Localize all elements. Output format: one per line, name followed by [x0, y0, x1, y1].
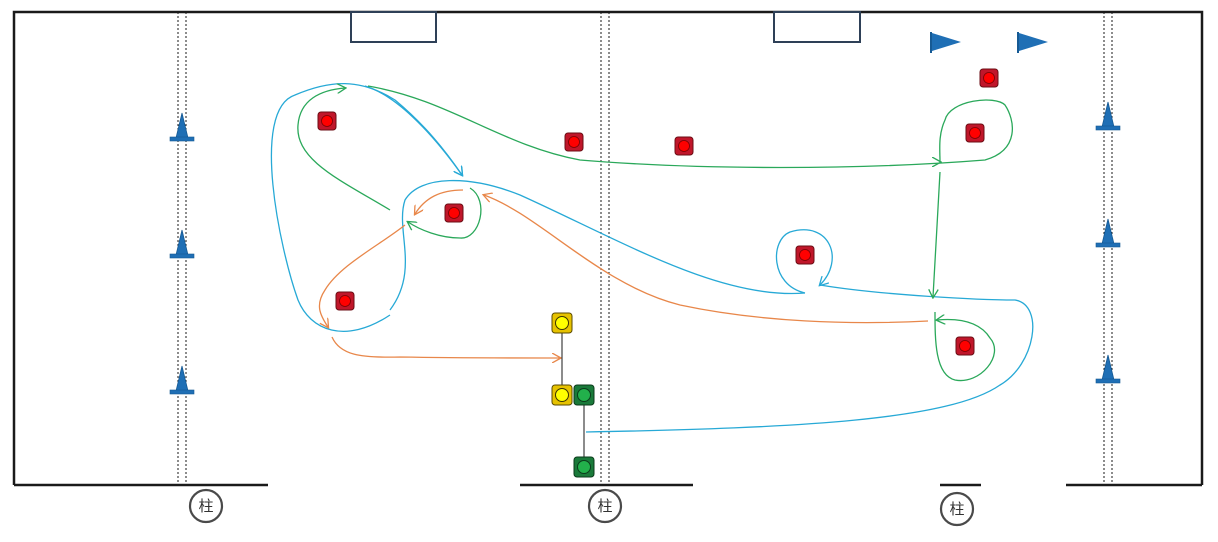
green-path-4 — [933, 171, 941, 297]
goal-right — [773, 11, 861, 43]
cone-icon — [1095, 354, 1121, 384]
orange-path-4 — [484, 195, 929, 324]
red-marker — [965, 123, 985, 143]
flag-icon — [1017, 32, 1048, 53]
zone-lines — [177, 12, 1113, 485]
orange-path-3 — [331, 336, 560, 358]
red-marker — [564, 132, 584, 152]
cone-icon — [169, 229, 195, 259]
post-marker: 柱 — [939, 491, 975, 527]
cyan-path-4 — [775, 229, 833, 294]
flag-icon — [930, 32, 961, 53]
orange-path-2 — [318, 224, 406, 327]
cone-icon — [1095, 101, 1121, 131]
post-label: 柱 — [949, 500, 964, 518]
cyan-path-3 — [389, 179, 806, 311]
paths-green — [297, 85, 1014, 382]
orange-path-1 — [415, 189, 464, 214]
cyan-path-5 — [585, 284, 1034, 433]
green-path-6 — [934, 311, 996, 382]
yellow-player — [551, 384, 573, 406]
cone-icon — [169, 365, 195, 395]
post-label: 柱 — [198, 497, 213, 515]
cyan-path-1 — [270, 82, 462, 332]
red-marker — [795, 245, 815, 265]
post-marker: 柱 — [188, 488, 224, 524]
field-outline — [12, 10, 1204, 487]
cyan-path-2 — [364, 85, 462, 175]
paths-cyan — [270, 82, 1034, 433]
green-path-1 — [297, 88, 391, 211]
player-links — [561, 333, 585, 457]
red-marker — [979, 68, 999, 88]
red-marker — [444, 203, 464, 223]
green-path-5 — [408, 187, 482, 239]
yellow-player — [551, 312, 573, 334]
red-marker — [317, 111, 337, 131]
red-marker — [335, 291, 355, 311]
green-player — [573, 384, 595, 406]
green-path-2 — [367, 85, 1014, 169]
post-marker: 柱 — [587, 488, 623, 524]
cone-icon — [169, 112, 195, 142]
green-player — [573, 456, 595, 478]
post-label: 柱 — [597, 497, 612, 515]
paths-orange — [318, 189, 929, 358]
red-marker — [955, 336, 975, 356]
goal-left — [350, 11, 437, 43]
cone-icon — [1095, 218, 1121, 248]
red-marker — [674, 136, 694, 156]
